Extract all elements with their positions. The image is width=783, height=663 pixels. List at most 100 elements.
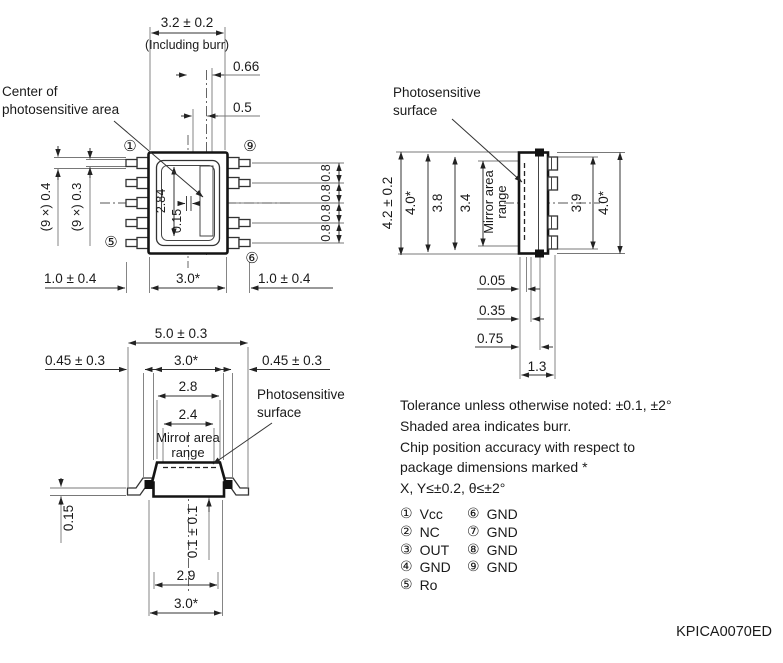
center-leader-line: [113, 120, 204, 198]
pin-row: ⑤ Ro: [400, 576, 451, 594]
dim-13: 1.3: [528, 359, 547, 374]
tolerance-notes: Tolerance unless otherwise noted: ±0.1, …: [400, 395, 672, 499]
pin-name: GND: [486, 559, 518, 576]
pin-name: NC: [419, 524, 440, 540]
front-mirror-line2: range: [171, 445, 204, 460]
pin-name: Ro: [419, 576, 438, 593]
dim-height-body: 4.0*: [403, 190, 418, 215]
pin-number: ⑧: [467, 541, 480, 558]
front-label-line2: surface: [257, 405, 301, 420]
top-view-package-body: [147, 151, 229, 255]
pin-name: OUT: [419, 541, 450, 558]
burr-mark-right: [223, 480, 233, 489]
dim-lead-left: 1.0 ± 0.4: [44, 271, 97, 286]
burr-mark-bottom: [535, 249, 544, 258]
pin-6-marker: ⑥: [245, 249, 258, 267]
pin-name: Vcc: [419, 506, 443, 523]
top-view-leads-right: [226, 156, 251, 250]
dim-lead-width: (9 ×) 0.4: [38, 183, 53, 232]
note-line-2: Shaded area indicates burr.: [400, 417, 572, 434]
dim-height-34: 3.4: [458, 193, 473, 212]
pin-row: ⑧ GND: [467, 541, 518, 559]
pin-1-marker: ①: [123, 137, 136, 155]
dim-lead-pitch-4: 0.8: [319, 224, 333, 241]
front-view-package-body: [126, 461, 250, 498]
dim-mirror-width: 2.4: [179, 407, 198, 422]
pin-number: ④: [400, 559, 413, 576]
dim-strip-offset: 0.15: [170, 209, 184, 233]
side-label-line2: surface: [393, 103, 437, 118]
photosensitive-strip: [199, 165, 214, 237]
pin-name: GND: [486, 524, 518, 540]
pin-row: ① Vcc: [400, 506, 451, 524]
dim-body-width-bottom: 3.0*: [174, 596, 199, 611]
pin-row: ⑦ GND: [467, 524, 518, 542]
pin-row: ④ GND: [400, 559, 451, 577]
pin-row: ⑨ GND: [467, 559, 518, 577]
dim-strip-length: 2.84: [154, 189, 168, 213]
dim-offset-b: 0.5: [233, 100, 252, 115]
dim-075: 0.75: [477, 331, 503, 346]
pin-name: GND: [419, 559, 451, 576]
center-label-line2: photosensitive area: [2, 102, 120, 117]
dim-lead-pitch-2: 0.8: [319, 184, 333, 201]
dim-lead-right: 1.0 ± 0.4: [258, 271, 311, 286]
pin-name: GND: [486, 506, 518, 523]
top-view: 3.2 ± 0.2 (Including burr) 0.66 0.5 Cent…: [2, 15, 344, 293]
pin-row: ② NC: [400, 524, 451, 542]
front-label-line1: Photosensitive: [257, 387, 345, 402]
dim-standoff: 0.1 ± 0.1: [185, 506, 200, 558]
dim-total-width: 5.0 ± 0.3: [155, 326, 207, 341]
side-view-package-body: [517, 148, 559, 258]
pin-row: ⑥ GND: [467, 506, 518, 524]
center-label-line1: Center of: [2, 84, 58, 99]
burr-mark-top: [535, 148, 544, 157]
dim-lead-span: 3.9: [569, 194, 584, 213]
dim-height-body-right: 4.0*: [596, 190, 611, 215]
pin-number: ①: [400, 506, 413, 523]
dim-body-width: 3.0*: [174, 353, 199, 368]
note-line-4: package dimensions marked *: [400, 459, 588, 476]
note-line-3: Chip position accuracy with respect to: [400, 438, 635, 455]
pin-number: ⑨: [467, 559, 480, 576]
dim-top-width: 2.8: [179, 379, 198, 394]
document-code: KPICA0070ED: [676, 624, 772, 640]
dim-lead-left: 0.45 ± 0.3: [45, 353, 105, 368]
dim-035: 0.35: [479, 303, 505, 318]
photosensitive-leader-line: [212, 422, 273, 465]
side-view: Photosensitive surface 4.2 ± 0.2 4.0* 3.…: [380, 85, 625, 379]
top-view-leads-left: [125, 156, 150, 250]
including-burr-note: (Including burr): [145, 38, 229, 52]
side-view-leads: [547, 156, 559, 250]
side-mirror-line1: Mirror area: [481, 169, 496, 233]
note-line-1: Tolerance unless otherwise noted: ±0.1, …: [400, 397, 672, 413]
pin-name: GND: [486, 541, 518, 558]
dim-lead-right: 0.45 ± 0.3: [262, 353, 322, 368]
pin-5-marker: ⑤: [104, 233, 117, 251]
pin-row: ③ OUT: [400, 541, 451, 559]
pin-number: ③: [400, 541, 413, 558]
pin-number: ⑦: [467, 524, 480, 540]
pin-number: ②: [400, 524, 413, 540]
dim-base-width: 2.9: [177, 568, 196, 583]
front-mirror-line1: Mirror area: [156, 430, 220, 445]
dim-body-width: 3.0*: [176, 271, 201, 286]
dim-lead-pitch-3: 0.8: [319, 204, 333, 221]
dim-width-incl-burr: 3.2 ± 0.2: [161, 15, 213, 30]
photosensitive-leader-line: [451, 118, 523, 183]
burr-mark-left: [144, 480, 154, 489]
front-view: 5.0 ± 0.3 0.45 ± 0.3 3.0* 0.45 ± 0.3 2.8…: [45, 326, 345, 616]
pin-assignment-col2: ⑥ GND ⑦ GND ⑧ GND ⑨ GND: [467, 506, 518, 576]
side-label-line1: Photosensitive: [393, 85, 481, 100]
dim-lead-tip-width: (9 ×) 0.3: [69, 183, 84, 232]
dim-005: 0.05: [479, 273, 505, 288]
dim-foot-thickness: 0.15: [61, 505, 76, 531]
dim-offset-a: 0.66: [233, 59, 259, 74]
pin-number: ⑥: [467, 506, 480, 523]
pin-9-marker: ⑨: [243, 137, 256, 155]
pin-number: ⑤: [400, 576, 413, 593]
dim-height-total: 4.2 ± 0.2: [380, 177, 395, 229]
pin-assignment-col1: ① Vcc ② NC ③ OUT ④ GND ⑤ Ro: [400, 506, 451, 594]
dim-height-38: 3.8: [430, 194, 445, 213]
